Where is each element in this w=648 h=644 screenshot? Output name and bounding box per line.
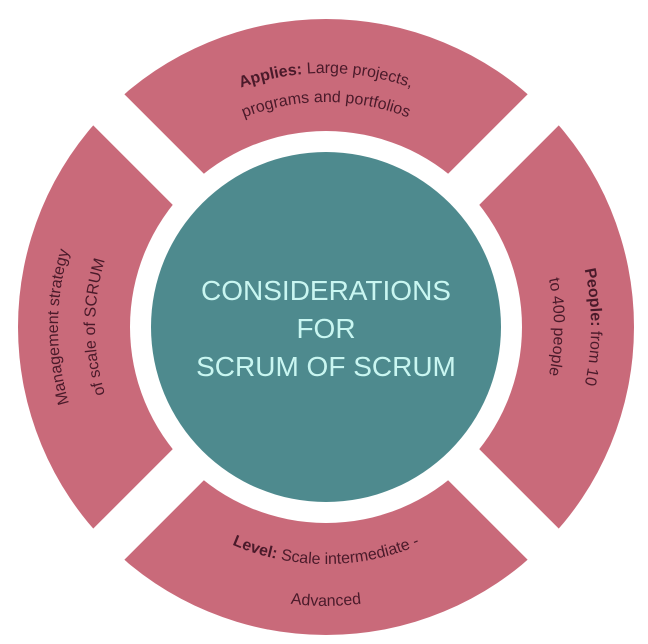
center-title-line: CONSIDERATIONS	[201, 275, 451, 306]
segment-text: to 400 people	[545, 276, 567, 378]
svg-text:to 400 people: to 400 people	[545, 276, 567, 378]
center-title: CONSIDERATIONS FOR SCRUM OF SCRUM	[196, 275, 456, 382]
center-title-line: FOR	[296, 313, 355, 344]
svg-text:Advanced: Advanced	[290, 591, 362, 610]
segment-label-bold: People:	[581, 267, 604, 327]
center-title-line: SCRUM OF SCRUM	[196, 351, 456, 382]
segment-text: Advanced	[290, 591, 362, 610]
center-circle	[151, 152, 501, 502]
